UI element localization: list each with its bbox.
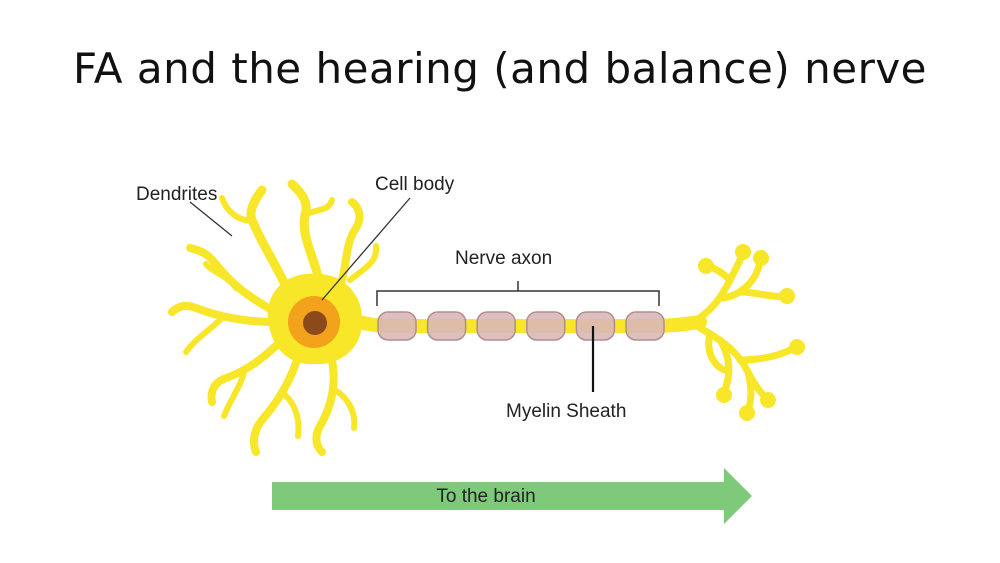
terminal-branch xyxy=(736,288,788,300)
axon-terminal-bulbs xyxy=(698,244,805,421)
dendrite-branch xyxy=(312,348,338,456)
dendrite-branch xyxy=(186,244,284,319)
cell-body-pointer-line xyxy=(321,197,411,301)
dendrite-branch xyxy=(250,346,304,456)
myelin-sheath-label: Myelin Sheath xyxy=(506,401,626,422)
myelin-sheath-segments xyxy=(377,311,665,341)
terminal-bulb xyxy=(760,392,776,408)
terminal-branch xyxy=(705,330,728,374)
terminal-bulb xyxy=(779,288,795,304)
direction-arrow: To the brain xyxy=(272,468,752,524)
dendrite-branch xyxy=(219,195,255,224)
dendrite-branch xyxy=(347,243,380,283)
dendrite-branch xyxy=(221,369,247,419)
terminal-branch xyxy=(718,258,764,302)
dendrite-branch xyxy=(207,336,286,406)
dendrite-branch xyxy=(168,301,280,326)
dendrite-branch xyxy=(302,197,335,218)
axon-terminals xyxy=(686,250,798,414)
myelin-segment xyxy=(575,311,616,341)
terminal-bulb xyxy=(753,250,769,266)
cell-body xyxy=(267,273,363,365)
dendrites xyxy=(168,179,380,456)
cell-body-label: Cell body xyxy=(375,174,455,195)
terminal-bulb xyxy=(735,244,751,260)
dendrite-branch xyxy=(183,315,225,355)
myelin-segment xyxy=(476,311,516,341)
nerve-axon-label: Nerve axon xyxy=(455,248,552,269)
terminal-bulb xyxy=(739,405,755,421)
myelin-segment xyxy=(426,311,467,341)
dendrites-pointer-line xyxy=(189,201,233,237)
dendrite-branch xyxy=(332,387,358,431)
axon-bracket xyxy=(376,281,660,306)
arrow-shape xyxy=(272,468,752,524)
dendrite-branch xyxy=(203,261,239,291)
arrow-label: To the brain xyxy=(436,486,535,507)
terminal-bulb xyxy=(789,339,805,355)
dendrites-label: Dendrites xyxy=(136,184,217,205)
slide-title: FA and the hearing (and balance) nerve xyxy=(72,44,928,93)
myelin-segment xyxy=(625,311,665,341)
myelin-segment xyxy=(377,311,417,341)
myelin-segment xyxy=(526,311,566,341)
terminal-bulb xyxy=(716,387,732,403)
dendrite-branch xyxy=(282,392,302,439)
terminal-branch xyxy=(744,368,755,414)
nucleus xyxy=(303,311,327,335)
terminal-branch xyxy=(736,344,798,364)
terminal-bulb xyxy=(698,258,714,274)
terminal-branch xyxy=(686,250,746,328)
dendrite-branch xyxy=(334,198,364,296)
